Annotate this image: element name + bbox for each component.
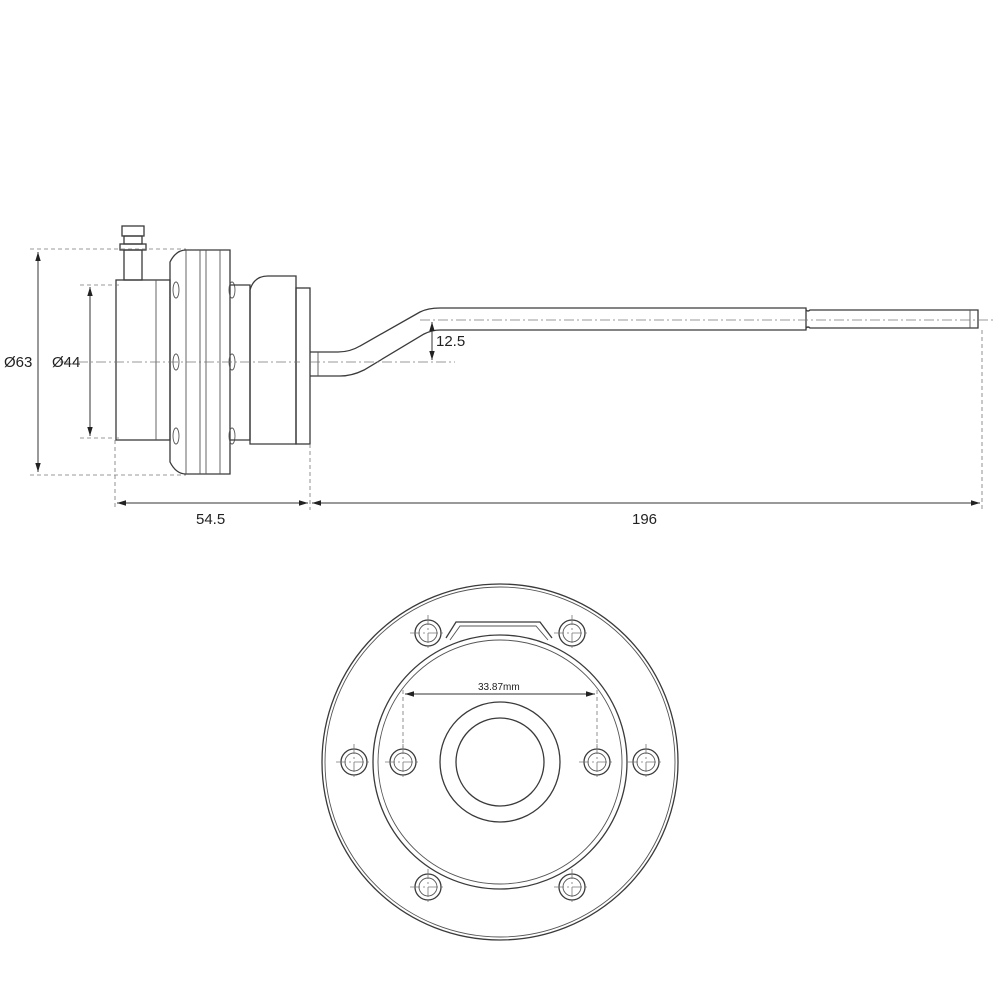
bolt-hole [628,744,664,780]
inner-housing-edge [377,639,623,885]
front-view: 33.87mm [321,583,679,941]
outer-flange-edge [324,586,676,938]
hose-nipple [119,225,147,281]
dim-rod-length-label: 196 [632,511,657,528]
outer-flange-circle [321,583,679,941]
bolt-hole [410,869,446,905]
actuator-rod [310,307,979,377]
bolt-hole [579,744,615,780]
dim-hole-spacing-label: 33.87mm [478,682,520,693]
bolt-holes [336,615,664,905]
dim-outer-diameter-label: Ø63 [4,354,32,371]
dim-offset-label: 12.5 [436,333,465,350]
dim-body-length-label: 54.5 [196,511,225,528]
center-boss-outer [439,701,561,823]
bolt-hole [336,744,372,780]
bolt-hole [385,744,421,780]
inner-housing-circle [372,634,628,890]
bolt-hole [554,615,590,651]
bolt-hole [410,615,446,651]
bolt-hole [554,869,590,905]
dim-inner-diameter-label: Ø44 [52,354,80,371]
nipple-boss-inner [449,625,549,641]
side-view: Ø63 Ø44 12.5 54.5 196 [4,225,996,528]
nipple-boss [445,621,553,639]
center-bore [455,717,545,807]
